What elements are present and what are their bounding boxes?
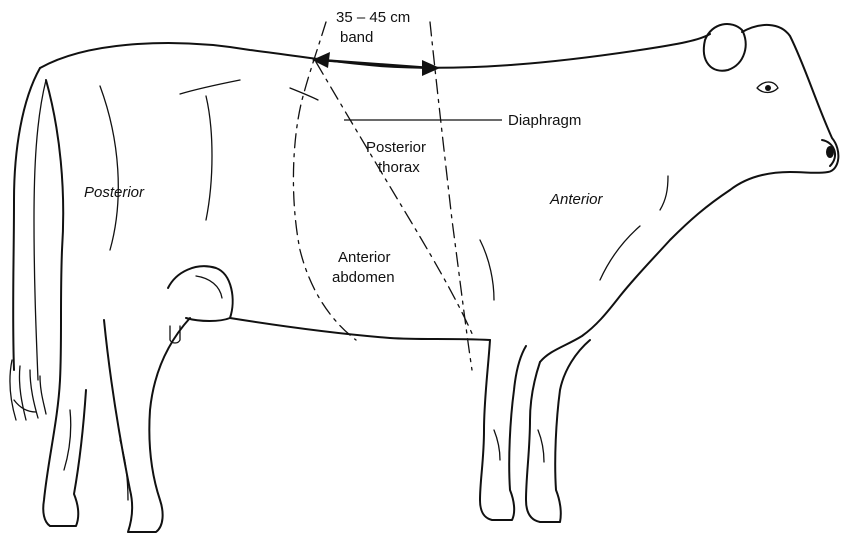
cow-thigh-line [100,86,118,250]
cow-tail-switch [10,360,46,420]
cow-nostril [826,146,834,158]
posterior-thorax-line1: Posterior [366,139,426,156]
cow-dewlap [540,190,730,362]
cow-ear [704,24,746,71]
band-arrow-shaft [320,60,430,68]
posterior-thorax-label: Posterior thorax [366,139,430,176]
cow-udder-fold [196,276,222,298]
cow-hind-leg-front [104,318,190,532]
cow-front-leg-front [526,340,590,522]
band-posterior-dashed-line [293,22,356,340]
posterior-thorax-line2: thorax [378,159,420,176]
cow-pupil [765,85,771,91]
cow-teat [170,326,180,343]
cow-shoulder-line [600,226,640,280]
band-label-line2: band [340,29,373,46]
cow-belly-outline [230,318,490,340]
cow-flank-line [206,96,212,220]
anterior-abdomen-label: Anterior abdomen [332,249,395,286]
band-arrow-head-left [312,52,330,68]
band-label-line1: 35 – 45 cm [336,9,410,26]
anterior-region-label: Anterior [549,191,604,208]
anterior-abdomen-line2: abdomen [332,269,395,286]
band-label: 35 – 45 cm band [336,9,414,46]
cow-front-leg-rear [480,340,526,520]
cow-hip-bone [180,80,318,100]
cow-hind-leg-rear [43,80,86,526]
cow-neck-fold [660,176,668,210]
posterior-region-label: Posterior [84,184,145,201]
band-anterior-dashed-line [430,22,472,370]
anterior-abdomen-line1: Anterior [338,249,391,266]
cow-knee [494,430,544,462]
diaphragm-label: Diaphragm [508,112,581,129]
cow-rib-line [480,240,494,300]
cow-udder [168,266,233,321]
band-arrow-head-right [422,60,440,76]
cow-tail-inner [34,80,46,380]
